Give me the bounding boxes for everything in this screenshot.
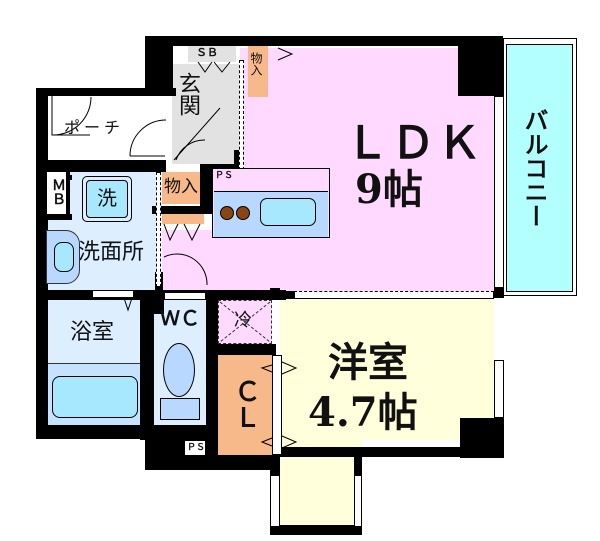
washer-name: 洗: [97, 186, 117, 210]
wall: [354, 447, 362, 477]
wall: [145, 36, 173, 91]
window: [494, 96, 504, 288]
ldk-room-lower: [162, 230, 282, 294]
shoe-box-box: [188, 46, 236, 62]
wall: [36, 425, 156, 439]
entrance-area: [172, 64, 240, 164]
western-room: [280, 298, 494, 440]
storage-mid-area-2: [162, 212, 204, 224]
wall: [206, 300, 218, 460]
stove-burner: [220, 206, 234, 220]
wall: [145, 455, 280, 470]
wall: [36, 160, 166, 172]
wall: [152, 292, 164, 314]
storage-top-area: [248, 45, 268, 97]
washroom-name: 洗面所: [78, 240, 145, 265]
ldk-name: ＬＤＫ: [345, 118, 483, 169]
entrance-name: 玄関: [175, 72, 200, 116]
bathroom-name: 浴室: [70, 320, 115, 345]
storage-mid-name: 物入: [164, 177, 198, 197]
pipe-space-bottom-box: [184, 440, 206, 456]
ldk-size: 9帖: [355, 166, 423, 213]
pipe-space-top-name: ＰＳ: [215, 171, 234, 181]
bathtub: [52, 376, 138, 418]
washing-machine-inner: [86, 180, 128, 218]
porch-name: ポーチ: [64, 118, 125, 137]
window: [272, 355, 282, 455]
wall: [458, 36, 503, 96]
meter-box-name: ＭＢ: [50, 178, 66, 206]
washbasin: [46, 230, 80, 284]
storage-mid-area: [162, 172, 204, 204]
wall: [145, 36, 503, 46]
stove-burner: [236, 206, 250, 220]
washbasin-bowl: [54, 242, 74, 272]
sliding-door: [156, 172, 161, 287]
closet-name: ＣＬ: [230, 378, 260, 430]
wall: [494, 288, 504, 298]
wall: [64, 172, 70, 218]
wall: [36, 88, 48, 438]
pipe-space-bottom-name: ＰＳ: [187, 443, 206, 453]
wall: [140, 290, 154, 440]
window: [294, 291, 494, 299]
toilet-bowl: [163, 343, 195, 397]
wall: [210, 164, 240, 169]
western-room-name: 洋室: [328, 339, 408, 386]
balcony-name: バルコニー: [520, 108, 549, 228]
wall: [36, 88, 176, 96]
window: [494, 360, 504, 418]
western-room-size: 4.7帖: [308, 389, 418, 436]
fridge-name: 冷: [234, 310, 252, 331]
window: [92, 290, 134, 298]
toilet-tank: [160, 398, 200, 420]
wall: [152, 206, 212, 214]
balcony-fill: [506, 44, 573, 292]
storage-top-name: 物入: [249, 52, 263, 76]
meter-box-area: [47, 172, 66, 214]
window: [164, 292, 206, 300]
wall: [280, 447, 504, 457]
wall: [282, 291, 294, 299]
wall: [270, 525, 362, 535]
window: [354, 475, 362, 527]
window: [270, 475, 280, 527]
wall: [234, 150, 242, 185]
shoe-box-name: ＳＢ: [196, 46, 218, 59]
wall: [46, 214, 72, 220]
toilet-name: ＷＣ: [160, 306, 200, 330]
kitchen-sink: [260, 198, 316, 226]
wall: [206, 344, 276, 355]
wall: [200, 164, 212, 214]
